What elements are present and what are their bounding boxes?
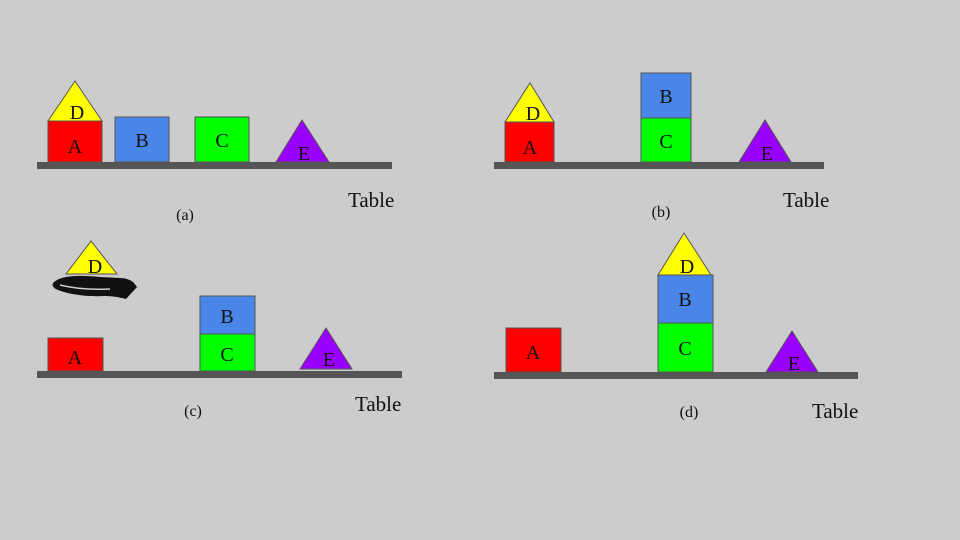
panel-a: A D B C E Table (a) xyxy=(37,80,394,224)
hand-holding-icon xyxy=(52,275,137,299)
block-a-label: A xyxy=(68,136,83,158)
table-surface xyxy=(494,372,858,379)
block-d-label: D xyxy=(526,103,540,125)
panel-caption: (d) xyxy=(680,404,699,421)
block-d xyxy=(504,82,555,123)
block-b-label: B xyxy=(135,130,148,152)
panel-c: D A B C E Table (c) xyxy=(37,240,402,420)
block-a-label: A xyxy=(68,347,83,369)
block-e xyxy=(765,330,819,373)
block-c xyxy=(640,117,692,163)
block-a-label: A xyxy=(523,137,538,159)
block-e xyxy=(738,119,792,163)
block-a xyxy=(504,121,555,163)
block-c xyxy=(194,116,250,163)
panel-caption: (c) xyxy=(184,403,202,420)
block-e xyxy=(299,327,353,370)
block-e-label: E xyxy=(323,349,335,371)
block-c-label: C xyxy=(220,344,233,366)
block-c-label: C xyxy=(678,338,691,360)
block-b xyxy=(114,116,170,163)
block-a-label: A xyxy=(526,342,541,364)
block-c xyxy=(199,333,256,372)
block-a xyxy=(47,337,104,372)
panel-caption: (a) xyxy=(176,207,194,224)
block-d-label: D xyxy=(70,102,84,124)
table-label: Table xyxy=(812,399,858,423)
block-c xyxy=(657,322,714,373)
table-surface xyxy=(37,371,402,378)
block-b-label: B xyxy=(659,86,672,108)
block-d-label: D xyxy=(88,256,102,278)
block-c-label: C xyxy=(659,131,672,153)
block-d xyxy=(64,240,119,275)
block-e-label: E xyxy=(298,143,310,165)
table-surface xyxy=(37,162,392,169)
block-a xyxy=(505,327,562,373)
block-d-label: D xyxy=(680,256,694,278)
block-b-label: B xyxy=(678,289,691,311)
table-label: Table xyxy=(355,392,401,416)
table-surface xyxy=(494,162,824,169)
table-label: Table xyxy=(348,188,394,212)
block-e xyxy=(275,119,330,163)
block-b xyxy=(657,274,714,324)
table-label: Table xyxy=(783,188,829,212)
block-d xyxy=(47,80,103,122)
block-c-label: C xyxy=(215,130,228,152)
panel-caption: (b) xyxy=(652,204,671,221)
panel-d: A D B C E Table (d) xyxy=(494,232,858,423)
block-e-label: E xyxy=(761,143,773,165)
block-a xyxy=(47,120,103,163)
block-b xyxy=(640,72,692,119)
block-b-label: B xyxy=(220,306,233,328)
block-e-label: E xyxy=(788,353,800,375)
panel-b: A D B C E Table (b) xyxy=(494,72,829,221)
